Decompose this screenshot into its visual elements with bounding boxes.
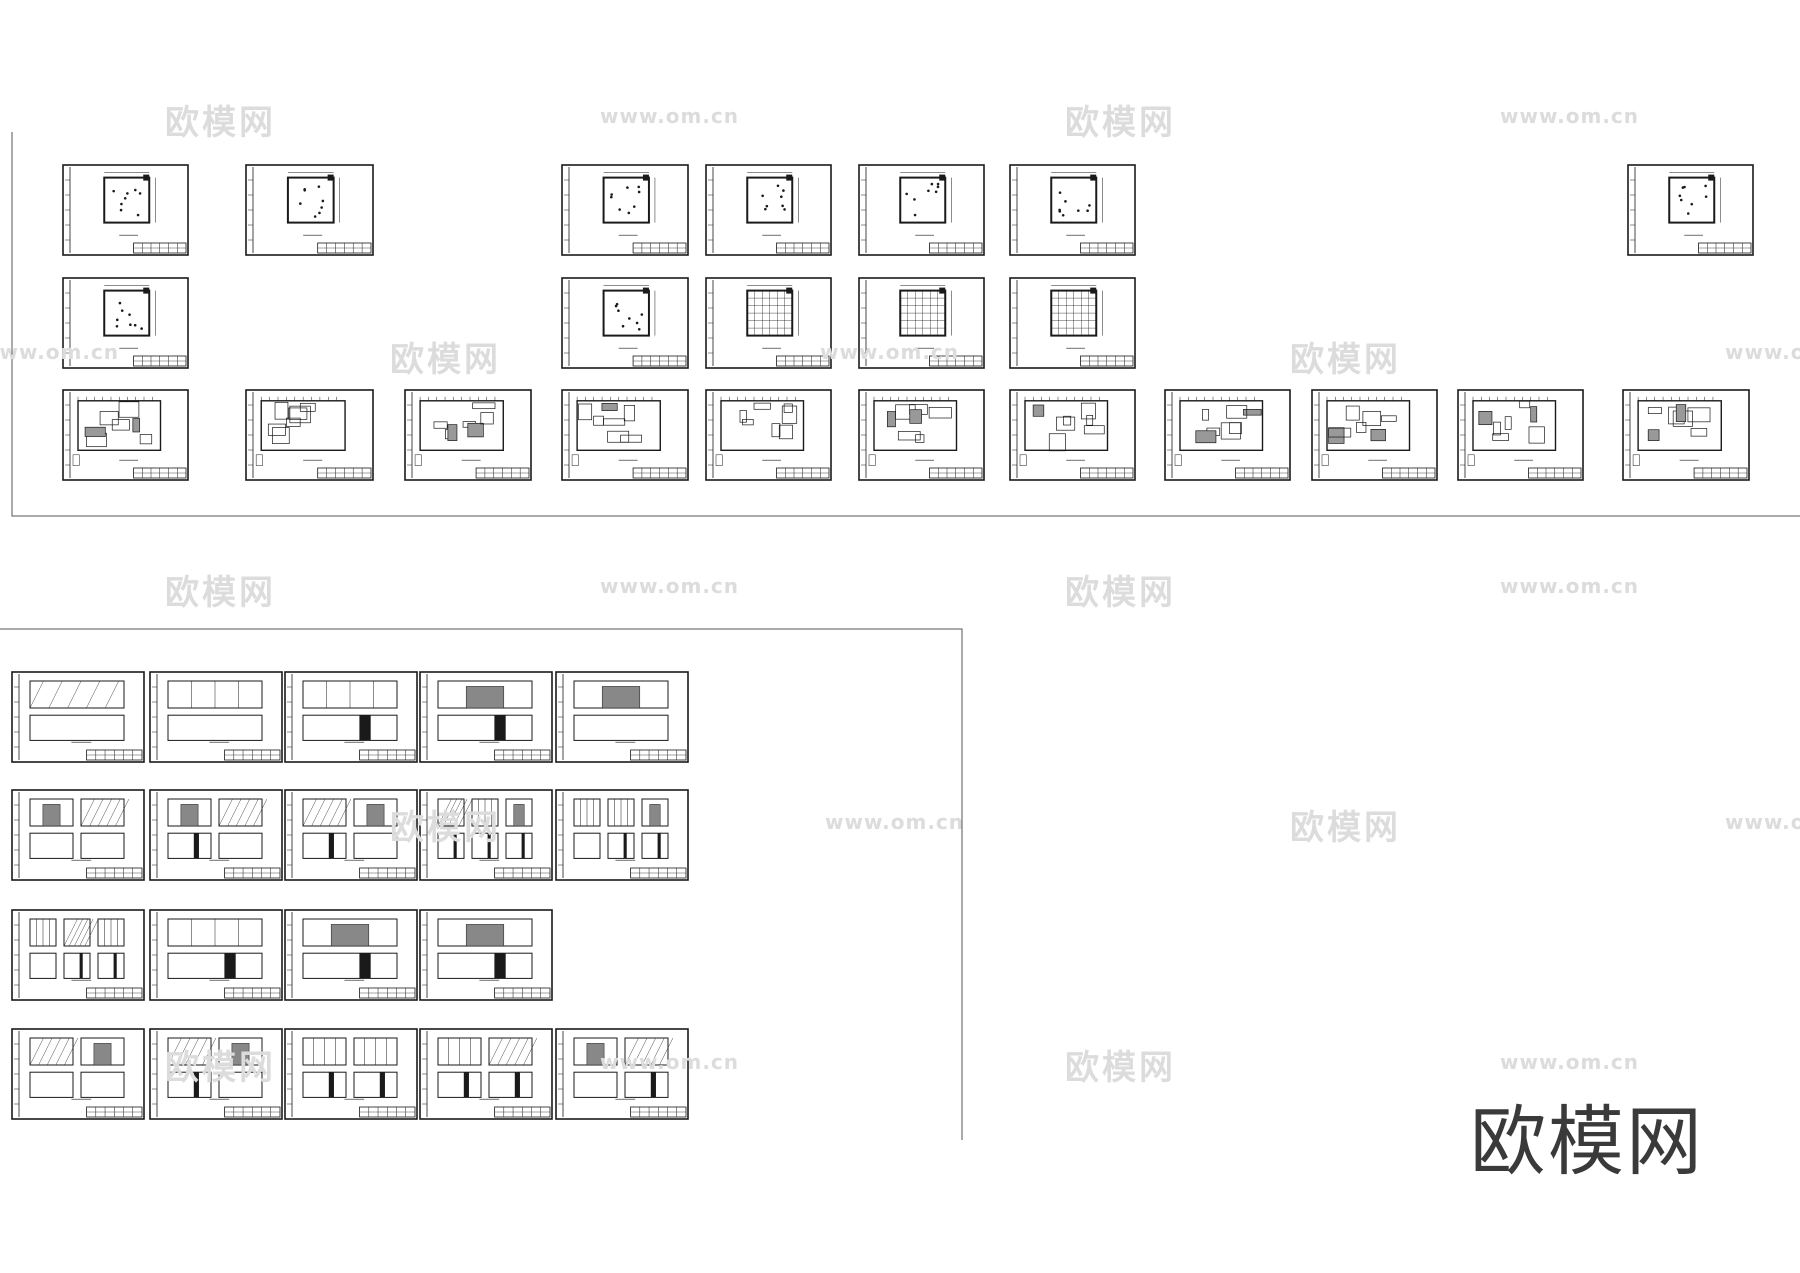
- drawing-sheet-upper: [1311, 389, 1438, 481]
- drawing-sheet-upper: [62, 277, 189, 369]
- drawing-sheet-lower: [11, 671, 145, 763]
- drawing-sheet-lower: [284, 1028, 418, 1120]
- drawing-sheet-lower: [149, 789, 283, 881]
- drawing-sheet-upper: [62, 164, 189, 256]
- drawing-sheets: [11, 164, 1754, 1120]
- drawing-sheet-lower: [419, 1028, 553, 1120]
- drawing-sheet-lower: [284, 909, 418, 1001]
- drawing-sheet-upper: [1627, 164, 1754, 256]
- drawing-sheet-lower: [419, 909, 553, 1001]
- drawing-sheet-upper: [561, 389, 689, 481]
- drawing-sheet-upper: [1009, 164, 1136, 256]
- drawing-sheet-upper: [1457, 389, 1584, 481]
- drawing-sheet-upper: [705, 277, 832, 369]
- drawing-sheet-upper: [858, 389, 985, 481]
- drawing-sheet-lower: [11, 909, 145, 1001]
- drawing-sheet-lower: [555, 1028, 689, 1120]
- drawing-sheet-lower: [149, 671, 283, 763]
- group-frames: [0, 132, 1800, 1140]
- drawing-sheet-lower: [11, 1028, 145, 1120]
- drawing-sheet-upper: [1009, 277, 1136, 369]
- drawing-sheet-lower: [149, 909, 283, 1001]
- drawing-sheet-lower: [419, 671, 553, 763]
- drawing-sheet-upper: [705, 389, 832, 481]
- drawing-sheet-lower: [555, 789, 689, 881]
- drawing-sheet-upper: [245, 389, 374, 481]
- drawing-sheet-upper: [561, 277, 689, 369]
- drawing-sheet-upper: [858, 277, 985, 369]
- drawing-sheet-upper: [1164, 389, 1291, 481]
- drawing-sheet-lower: [555, 671, 689, 763]
- drawing-sheet-upper: [858, 164, 985, 256]
- drawing-sheet-lower: [419, 789, 553, 881]
- drawing-sheet-upper: [245, 164, 374, 256]
- lower-group-frame: [0, 628, 963, 1140]
- drawing-sheet-lower: [284, 789, 418, 881]
- drawing-sheet-upper: [404, 389, 532, 481]
- drawing-sheet-upper: [705, 164, 832, 256]
- drawing-sheet-lower: [11, 789, 145, 881]
- upper-group-frame: [11, 132, 1800, 517]
- drawing-sheet-upper: [561, 164, 689, 256]
- drawing-sheet-upper: [1622, 389, 1750, 481]
- drawing-sheet-lower: [149, 1028, 283, 1120]
- drawing-sheet-upper: [1009, 389, 1136, 481]
- site-logo: 欧模网: [1470, 1097, 1704, 1186]
- drawing-sheet-lower: [284, 671, 418, 763]
- drawing-sheet-upper: [62, 389, 189, 481]
